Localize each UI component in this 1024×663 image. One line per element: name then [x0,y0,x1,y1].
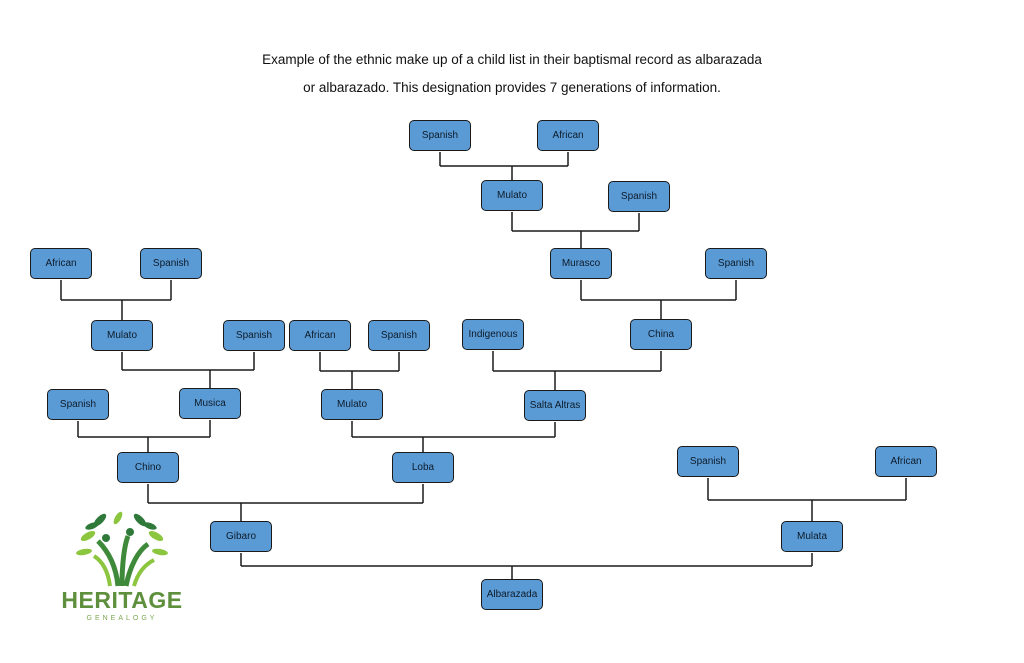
ethnicity-node-indigenous: Indigenous [462,319,524,350]
ethnicity-node-african: African [875,446,937,477]
ethnicity-node-chino: Chino [117,452,179,483]
logo-subtitle: GENEALOGY [86,615,158,622]
heritage-tree-logo-icon [76,511,168,587]
ethnicity-node-spanish: Spanish [47,389,109,420]
ethnicity-node-mulata: Mulata [781,521,843,552]
ethnicity-node-african: African [289,320,351,351]
logo-wordmark: HERITAGE [61,587,183,613]
diagram-title-line-2: or albarazado. This designation provides… [303,80,721,95]
ethnicity-node-spanish: Spanish [608,181,670,212]
ethnicity-node-african: African [537,120,599,151]
ethnicity-node-african: African [30,248,92,279]
ethnicity-node-salta-altras: Salta Altras [524,390,586,421]
ethnicity-node-mulato: Mulato [481,180,543,211]
ethnicity-node-spanish: Spanish [368,320,430,351]
diagram-title-line-1: Example of the ethnic make up of a child… [262,52,762,67]
ethnicity-node-spanish: Spanish [677,446,739,477]
ethnicity-node-china: China [630,319,692,350]
ethnicity-node-gibaro: Gibaro [210,521,272,552]
ethnicity-node-mulato: Mulato [91,320,153,351]
ethnicity-node-spanish: Spanish [140,248,202,279]
ethnicity-node-murasco: Murasco [550,248,612,279]
ethnicity-node-loba: Loba [392,452,454,483]
ethnicity-node-albarazada: Albarazada [481,579,543,610]
ethnicity-node-spanish: Spanish [705,248,767,279]
ethnicity-node-spanish: Spanish [409,120,471,151]
ethnicity-node-spanish: Spanish [223,320,285,351]
ethnicity-node-musica: Musica [179,388,241,419]
ethnicity-node-mulato: Mulato [321,389,383,420]
